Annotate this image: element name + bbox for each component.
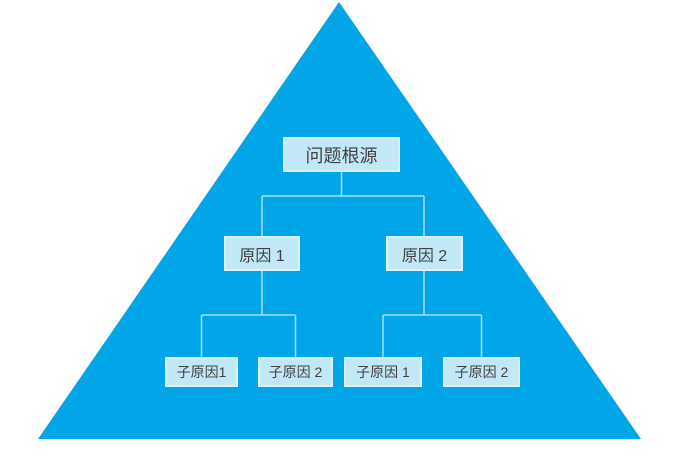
node-subcause-1-of-cause-2: 子原因 1 [344,357,422,387]
node-cause-2: 原因 2 [386,236,463,271]
connector-lines [200,171,483,358]
node-subcause-2-of-cause-1: 子原因 2 [258,357,333,387]
node-cause-1: 原因 1 [224,236,300,271]
node-problem-root: 问题根源 [283,137,400,172]
node-subcause-2-of-cause-2: 子原因 2 [443,357,520,387]
node-subcause-1-of-cause-1: 子原因1 [165,357,238,387]
pyramid-triangle-shape [38,2,641,439]
